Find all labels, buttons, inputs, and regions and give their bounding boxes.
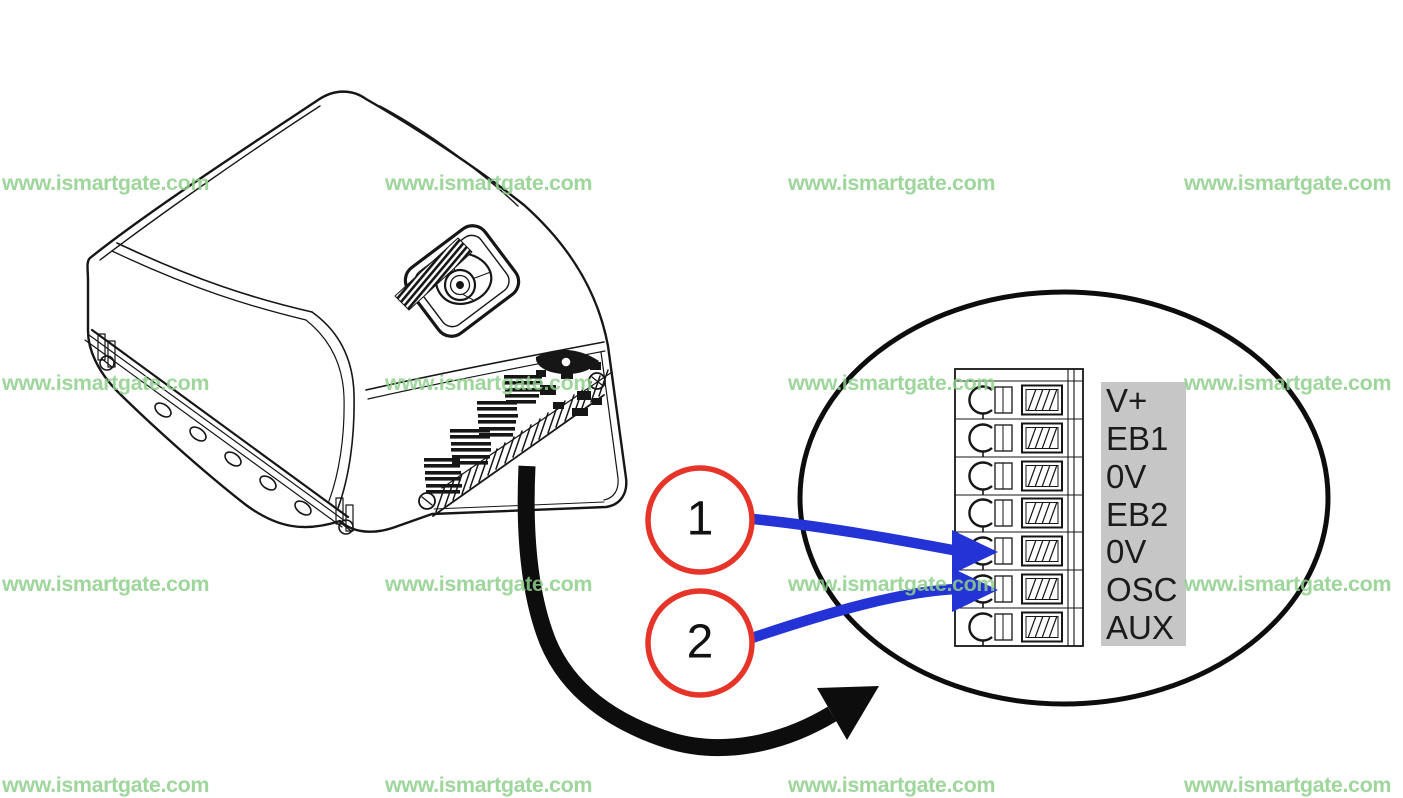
watermark: www.ismartgate.com bbox=[2, 171, 210, 195]
watermark: www.ismartgate.com bbox=[385, 572, 593, 596]
callout-2-arrow bbox=[750, 568, 998, 643]
hatched-strip bbox=[394, 237, 473, 311]
watermark: www.ismartgate.com bbox=[2, 773, 210, 797]
callout-arrows bbox=[750, 513, 998, 643]
watermark: www.ismartgate.com bbox=[788, 371, 996, 395]
terminal-block-drawing bbox=[954, 368, 1084, 648]
terminal-labels-panel: V+ EB1 0V EB2 0V OSC AUX bbox=[1101, 382, 1186, 646]
mounting-holes bbox=[154, 402, 312, 516]
callout-2-circle bbox=[645, 588, 755, 698]
callout-2-number: 2 bbox=[686, 615, 714, 669]
mounting-rail-drawing bbox=[84, 328, 354, 535]
terminal-label-eb1: EB1 bbox=[1106, 420, 1169, 458]
terminal-label-0v-a: 0V bbox=[1106, 457, 1147, 495]
gate-opener-drawing bbox=[84, 90, 628, 535]
watermark: www.ismartgate.com bbox=[1184, 171, 1392, 195]
watermark: www.ismartgate.com bbox=[788, 773, 996, 797]
callout-circles bbox=[645, 465, 755, 698]
watermark: www.ismartgate.com bbox=[1184, 371, 1392, 395]
watermark: www.ismartgate.com bbox=[385, 773, 593, 797]
watermark: www.ismartgate.com bbox=[788, 572, 996, 596]
callout-1-circle bbox=[645, 465, 755, 575]
callout-1-number: 1 bbox=[686, 492, 714, 546]
blue-arrowhead-icon bbox=[952, 568, 998, 612]
watermark: www.ismartgate.com bbox=[1184, 572, 1392, 596]
wire-arrowhead-icon bbox=[817, 686, 879, 740]
terminal-label-vplus: V+ bbox=[1106, 382, 1148, 420]
watermark: www.ismartgate.com bbox=[2, 371, 210, 395]
comb-grille bbox=[432, 369, 613, 517]
watermark: www.ismartgate.com bbox=[788, 171, 996, 195]
callout-1-arrow bbox=[752, 513, 998, 574]
terminal-label-aux: AUX bbox=[1106, 608, 1174, 646]
terminal-label-0v-b: 0V bbox=[1106, 533, 1147, 571]
device-body-outline bbox=[86, 90, 628, 533]
blue-arrowhead-icon bbox=[952, 530, 998, 574]
zoom-ellipse bbox=[797, 289, 1331, 707]
watermark: www.ismartgate.com bbox=[385, 371, 593, 395]
watermark: www.ismartgate.com bbox=[385, 171, 593, 195]
terminal-label-eb2: EB2 bbox=[1106, 495, 1169, 533]
connection-wire-arrow bbox=[517, 465, 879, 757]
wire-curve bbox=[517, 465, 837, 757]
terminal-label-osc: OSC bbox=[1106, 570, 1178, 608]
watermark: www.ismartgate.com bbox=[2, 572, 210, 596]
watermark: www.ismartgate.com bbox=[1184, 773, 1392, 797]
screw-details bbox=[418, 372, 606, 510]
